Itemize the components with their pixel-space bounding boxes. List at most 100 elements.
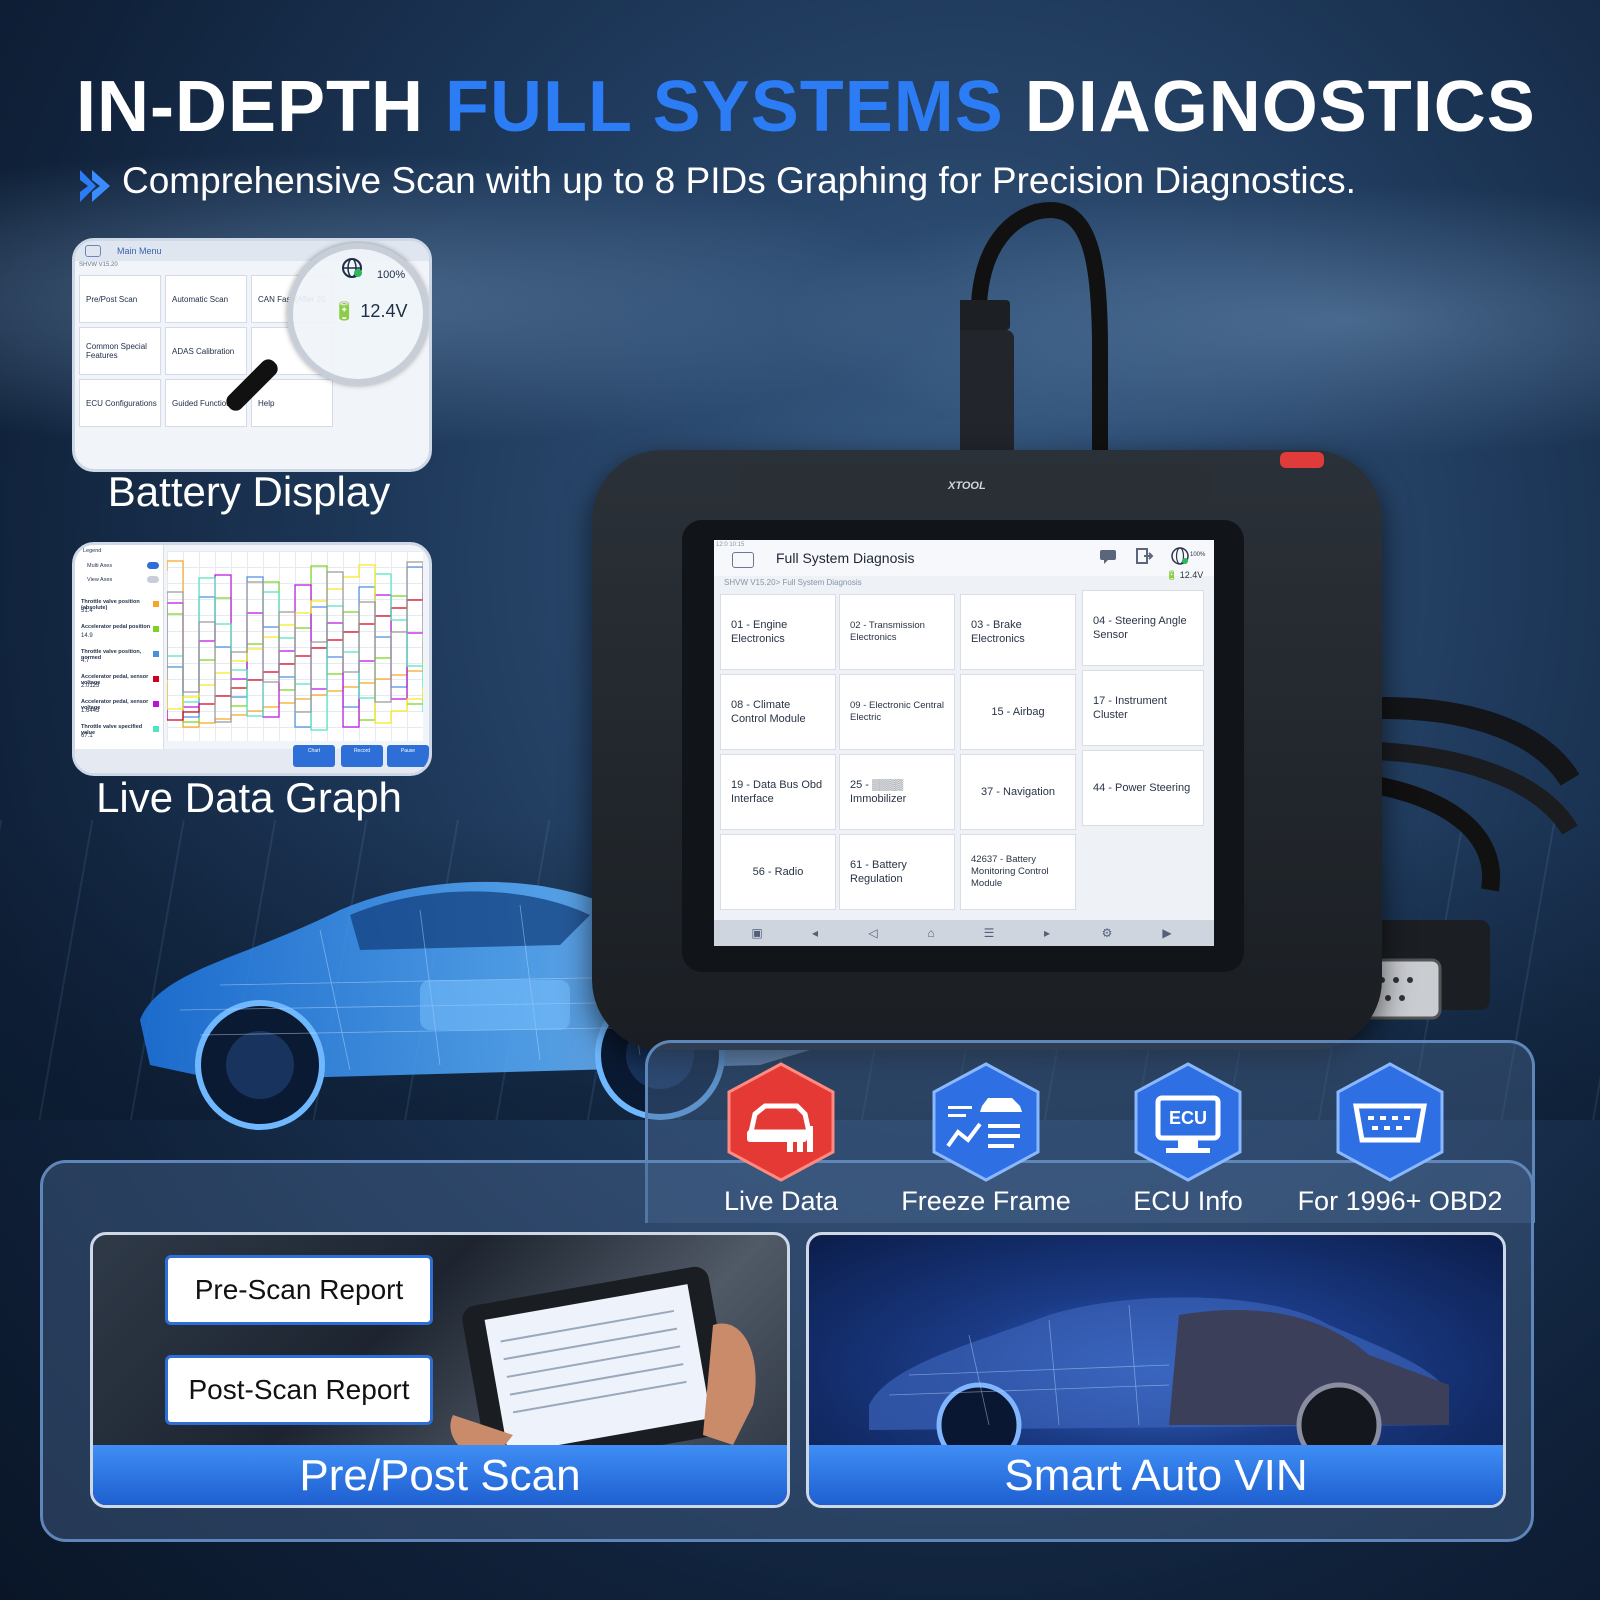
menu-cell[interactable]: ADAS Calibration: [165, 327, 247, 375]
android-nav-bar: ▣ ◂ ◁ ⌂ ☰ ▸ ⚙ ▶: [714, 920, 1214, 946]
post-scan-report-label: Post-Scan Report: [165, 1355, 433, 1425]
feature-label-freeze-frame: Freeze Frame: [901, 1186, 1071, 1216]
main-menu-title: Main Menu: [117, 246, 162, 256]
exit-icon[interactable]: [1134, 546, 1154, 566]
system-tile[interactable]: 25 - ▒▒▒▒ Immobilizer: [839, 754, 955, 830]
message-icon[interactable]: [1098, 546, 1118, 566]
ecu-icon: ECU: [1134, 1062, 1242, 1182]
system-tile[interactable]: 02 - Transmission Electronics: [839, 594, 955, 670]
system-tile[interactable]: 42637 - Battery Monitoring Control Modul…: [960, 834, 1076, 910]
globe-icon: [1171, 547, 1189, 565]
multi-axes-toggle[interactable]: [147, 562, 159, 569]
pre-post-scan-photo: Pre-Scan Report Post-Scan Report Pre/Pos…: [90, 1232, 790, 1508]
version-label: SHVW V15.20: [79, 262, 118, 268]
magnifier-icon: 100% 🔋 12.4V: [287, 243, 429, 385]
page-subtitle: Comprehensive Scan with up to 8 PIDs Gra…: [122, 160, 1356, 201]
view-axes-toggle[interactable]: [147, 576, 159, 583]
car-chart-icon: [727, 1062, 835, 1182]
volume-up-icon[interactable]: ▸: [1043, 926, 1051, 940]
system-tile[interactable]: 17 - Instrument Cluster: [1082, 670, 1204, 746]
double-arrow-icon: [80, 170, 110, 202]
menu-cell[interactable]: Pre/Post Scan: [79, 275, 161, 323]
pre-post-scan-title: Pre/Post Scan: [93, 1445, 787, 1505]
menu-icon[interactable]: ☰: [983, 926, 995, 940]
pid-graph-line: [167, 561, 423, 723]
battery-voltage: 🔋 12.4V: [1166, 570, 1204, 580]
pid-name: Accelerator pedal, sensor voltage: [81, 699, 149, 711]
pid-value: 14.9: [81, 633, 93, 639]
battery-percent: 100%: [377, 269, 406, 281]
screen-header: 12:0 10:15 Full System Diagnosis 100%: [714, 540, 1214, 576]
multi-axes-label: Multi Axes: [87, 563, 113, 569]
vci-icon[interactable]: ⚙: [1101, 926, 1113, 940]
power-button[interactable]: [1280, 452, 1324, 468]
pid-name: Accelerator pedal position: [81, 624, 151, 630]
back-icon: [85, 245, 101, 257]
page-title: IN-DEPTH FULL SYSTEMS DIAGNOSTICS: [76, 67, 1536, 147]
pid-color-swatch: [153, 651, 159, 657]
system-tile[interactable]: 04 - Steering Angle Sensor: [1082, 590, 1204, 666]
feature-label-live-data: Live Data: [723, 1186, 839, 1216]
pid-value: 2.0123: [81, 683, 100, 689]
system-tile[interactable]: 09 - Electronic Central Electric: [839, 674, 955, 750]
battery-voltage: 🔋 12.4V: [333, 301, 408, 321]
pid-color-swatch: [153, 701, 159, 707]
battery-display-caption: Battery Display: [107, 468, 391, 515]
menu-cell[interactable]: ECU Configurations: [79, 379, 161, 427]
pid-name: Throttle valve specified value: [81, 724, 143, 736]
system-tile[interactable]: 44 - Power Steering: [1082, 750, 1204, 826]
pid-name: Accelerator pedal, sensor voltage: [81, 674, 149, 686]
system-tile[interactable]: 19 - Data Bus Obd Interface: [720, 754, 836, 830]
breadcrumb: SHVW V15.20> Full System Diagnosis: [724, 578, 862, 587]
battery-display-inset: Main Menu SHVW V15.20 Pre/Post Scan Auto…: [72, 238, 432, 472]
pre-scan-report-label: Pre-Scan Report: [165, 1255, 433, 1325]
freeze-frame-icon: [932, 1062, 1040, 1182]
legend-label: Legend: [83, 548, 102, 554]
title-accent: FULL SYSTEMS: [445, 67, 1004, 147]
record-icon[interactable]: ▶: [1162, 926, 1172, 940]
brand-logo: XTOOL: [948, 480, 986, 492]
menu-cell[interactable]: Automatic Scan: [165, 275, 247, 323]
screen-title: Full System Diagnosis: [776, 550, 915, 566]
view-axes-label: View Axes: [87, 577, 113, 583]
pid-value: 51.4: [81, 608, 93, 614]
back-nav-icon[interactable]: ◁: [868, 926, 878, 940]
smart-auto-vin-title: Smart Auto VIN: [809, 1445, 1503, 1505]
system-tile[interactable]: 15 - Airbag: [960, 674, 1076, 750]
record-button[interactable]: Record: [341, 745, 383, 767]
screenshot-icon[interactable]: ▣: [751, 926, 763, 940]
status-time: 12:0 10:15: [716, 542, 745, 548]
suv-wireframe-image: [869, 1297, 1449, 1455]
device-top-edge: [740, 465, 1210, 503]
pid-color-swatch: [153, 726, 159, 732]
device-screen: 12:0 10:15 Full System Diagnosis 100% SH…: [714, 540, 1214, 946]
system-tile[interactable]: 01 - Engine Electronics: [720, 594, 836, 670]
system-tile[interactable]: 61 - Battery Regulation: [839, 834, 955, 910]
pid-color-swatch: [153, 601, 159, 607]
globe-icon: [342, 258, 362, 278]
feature-label-obd2: For 1996+ OBD2: [1297, 1186, 1503, 1216]
live-data-chart: [167, 551, 423, 741]
menu-cell[interactable]: Help: [251, 379, 333, 427]
volume-down-icon[interactable]: ◂: [811, 926, 819, 940]
ecu-icon-text: ECU: [1169, 1108, 1207, 1128]
chart-button[interactable]: Chart: [293, 745, 335, 767]
feature-label-ecu-info: ECU Info: [1133, 1186, 1243, 1216]
system-tile[interactable]: 08 - Climate Control Module: [720, 674, 836, 750]
back-icon[interactable]: [732, 552, 754, 568]
system-tile[interactable]: 03 - Brake Electronics: [960, 594, 1076, 670]
smart-auto-vin-photo: Smart Auto VIN: [806, 1232, 1506, 1508]
pid-value: 1.6443: [81, 708, 100, 714]
home-icon[interactable]: ⌂: [927, 926, 935, 940]
pause-button[interactable]: Pause: [387, 745, 429, 767]
system-tile[interactable]: 37 - Navigation: [960, 754, 1076, 830]
pid-color-swatch: [153, 626, 159, 632]
system-tile[interactable]: 56 - Radio: [720, 834, 836, 910]
obd2-connector-icon: [1336, 1062, 1444, 1182]
pid-name: Throttle valve position (absolute): [81, 599, 140, 611]
pid-color-swatch: [153, 676, 159, 682]
pid-value: 4.7: [81, 658, 90, 664]
battery-percent: 100%: [1190, 552, 1206, 558]
menu-cell[interactable]: Common Special Features: [79, 327, 161, 375]
